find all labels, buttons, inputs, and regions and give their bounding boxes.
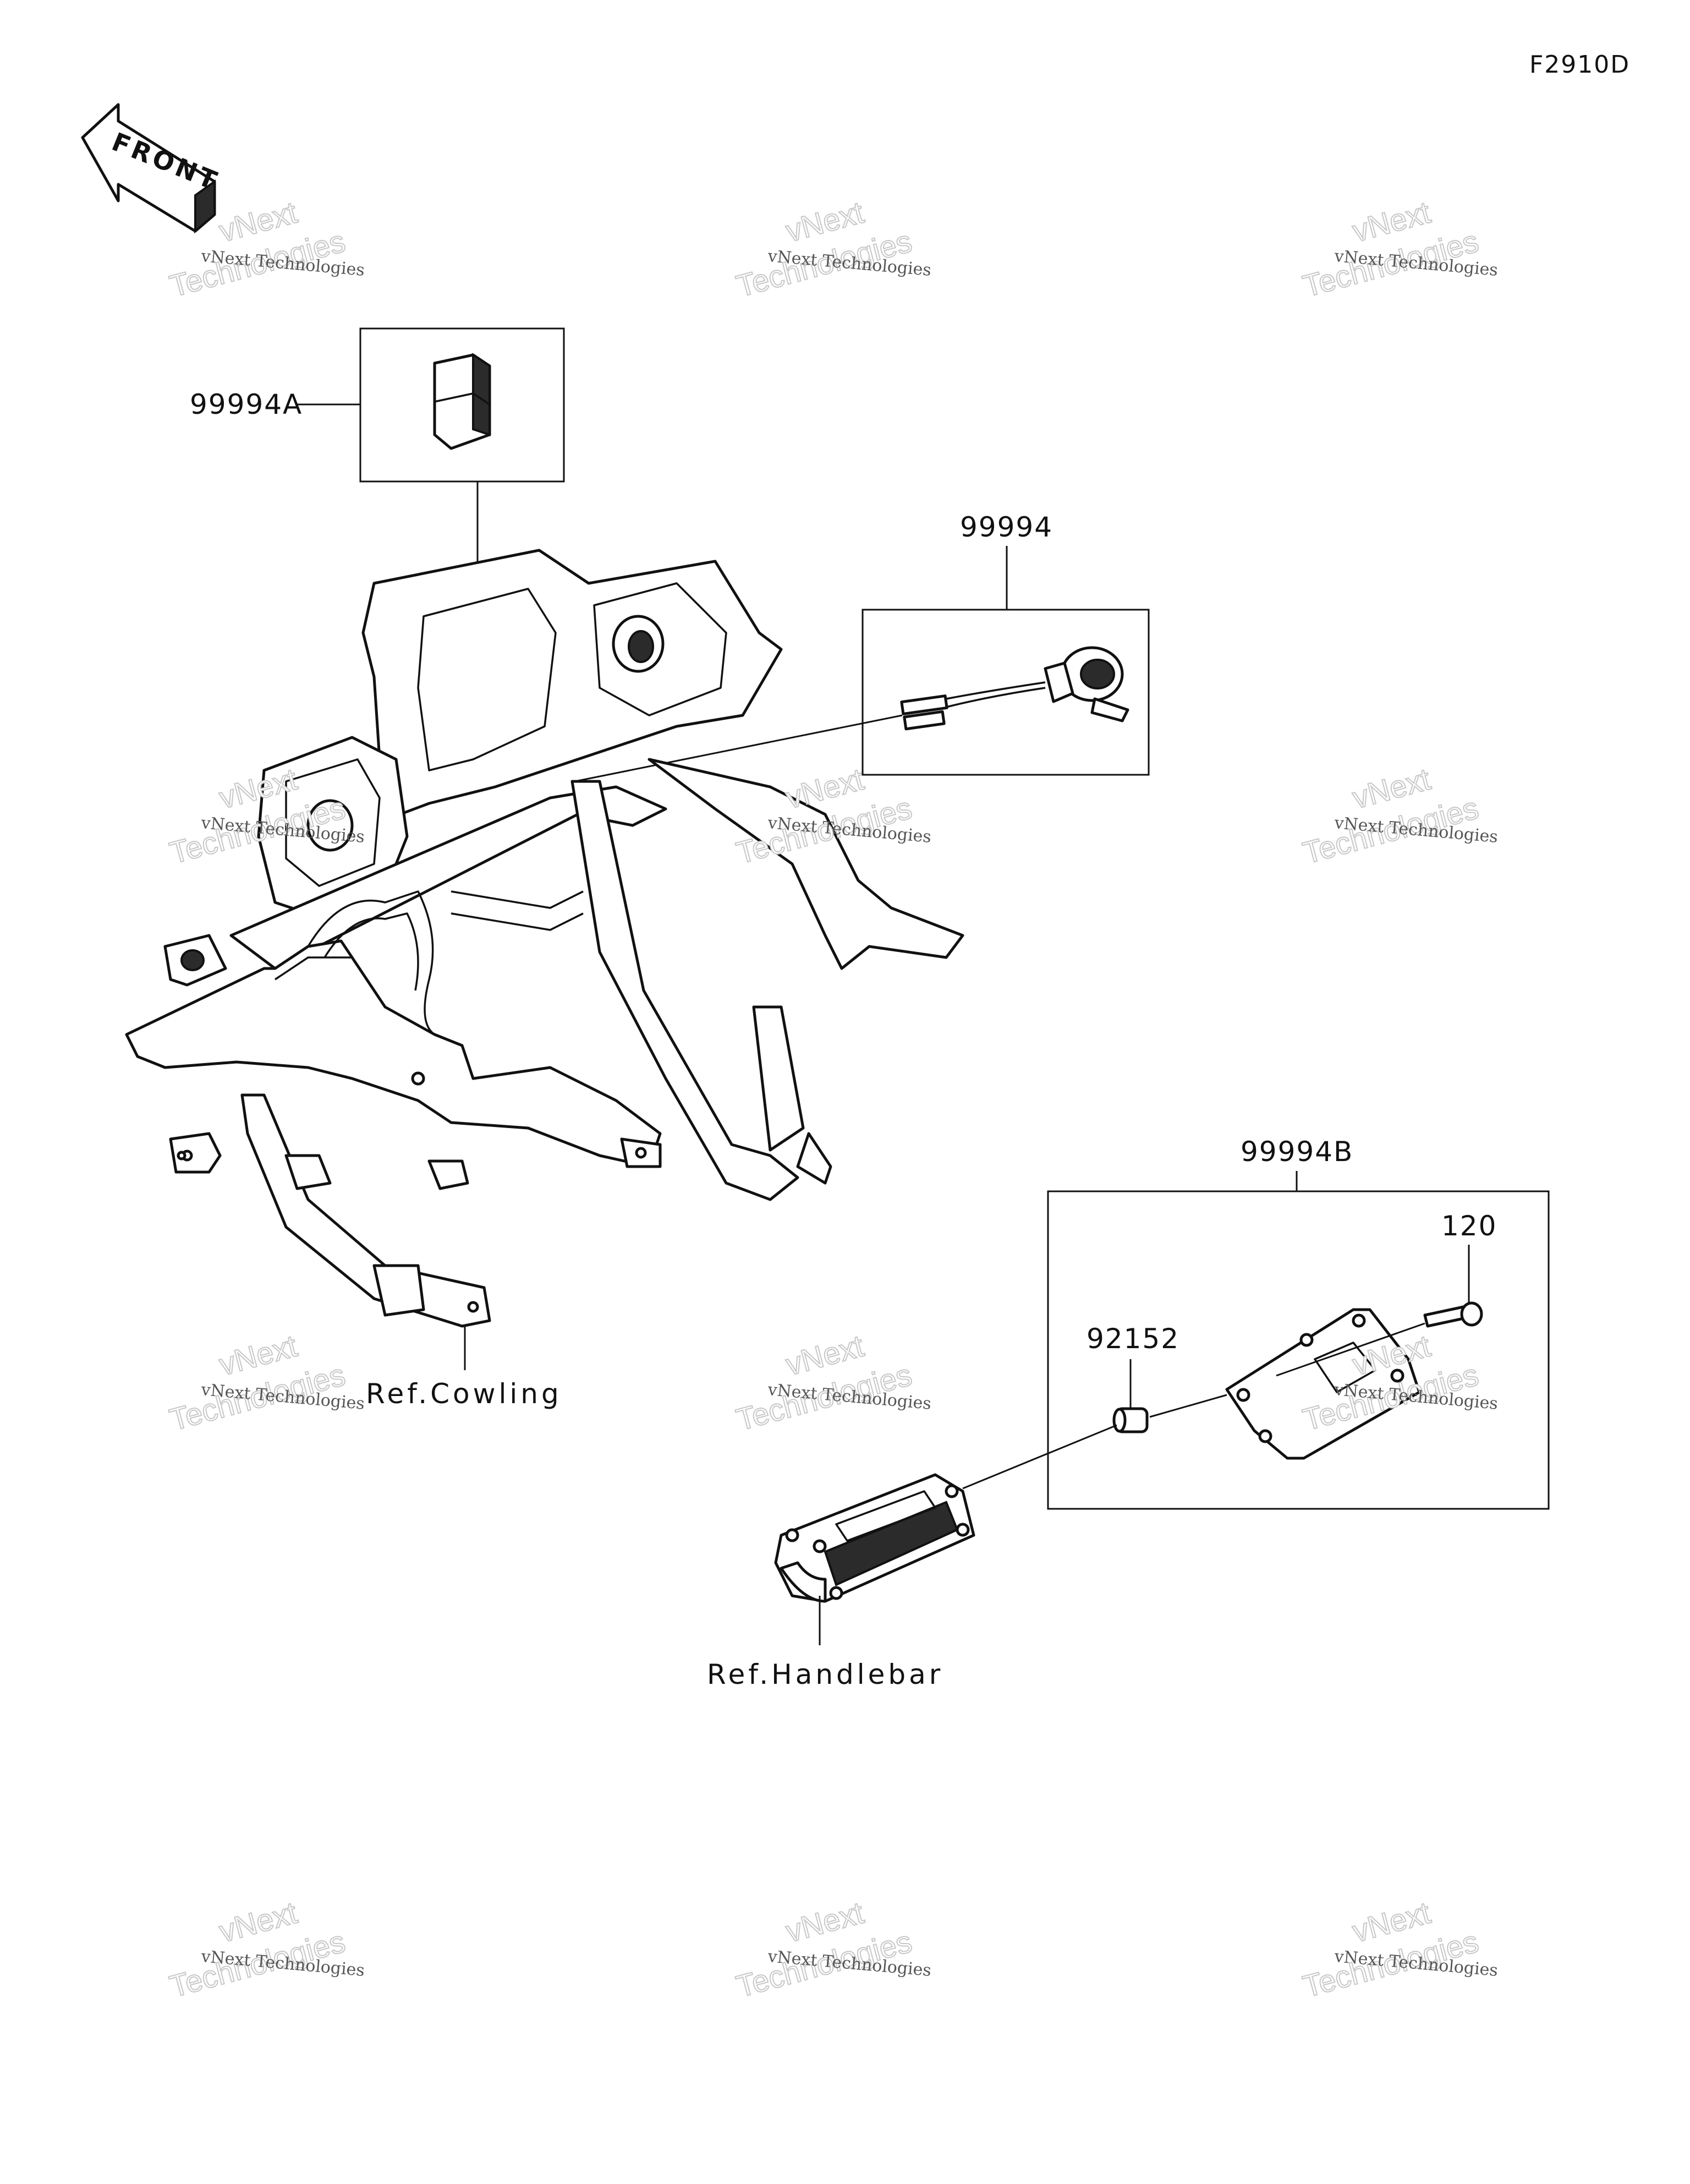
watermark: vNext Technologies vNext Technologies: [1299, 761, 1499, 871]
front-arrow-icon: FRONT: [81, 103, 224, 234]
callout-socket: 99994: [960, 511, 1053, 543]
diagram-code: F2910D: [1529, 51, 1630, 79]
callout-bolt: 120: [1441, 1210, 1497, 1242]
collar-part: [1112, 1407, 1149, 1433]
relay-callout-group: 99994A: [190, 327, 565, 572]
callout-relay: 99994A: [190, 388, 303, 420]
clamp-to-collar-line: [962, 1424, 1117, 1490]
socket-part: [900, 646, 1129, 731]
mount-kit-callout-group: 99994B 120 92152: [1047, 1136, 1550, 1510]
callout-collar: 92152: [1087, 1323, 1179, 1355]
watermark: vNext Technologies vNext Technologies: [1299, 194, 1499, 304]
watermark: vNext Technologies vNext Technologies: [166, 1328, 365, 1438]
ref-handlebar-label: Ref.Handlebar: [707, 1658, 943, 1690]
bolt-part: [1423, 1301, 1483, 1328]
callout-mount-kit: 99994B: [1241, 1136, 1353, 1168]
cowling-stay-frame: [125, 549, 964, 1328]
watermark: vNext Technologies vNext Technologies: [732, 1895, 932, 2005]
watermark: vNext Technologies vNext Technologies: [1299, 1895, 1499, 2005]
handlebar-clamp-part: [774, 1473, 975, 1603]
mounting-plate-part: [1225, 1308, 1421, 1460]
watermark: vNext Technologies vNext Technologies: [166, 1895, 365, 2005]
watermark: vNext Technologies vNext Technologies: [732, 194, 932, 304]
watermarks: vNext Technologies vNext Technologies vN…: [166, 194, 1499, 2005]
relay-part: [433, 353, 491, 450]
watermark: vNext Technologies vNext Technologies: [732, 1328, 932, 1438]
ref-cowling-label: Ref.Cowling: [366, 1378, 562, 1410]
socket-callout-group: 99994: [574, 511, 1150, 782]
